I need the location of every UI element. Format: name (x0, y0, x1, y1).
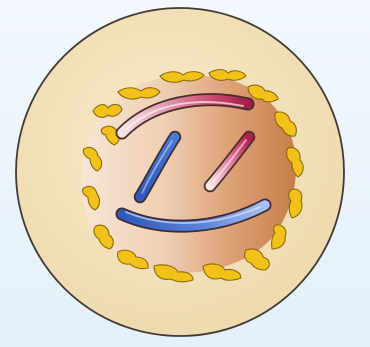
cell-illustration (0, 0, 370, 347)
diagram-canvas (0, 0, 370, 347)
